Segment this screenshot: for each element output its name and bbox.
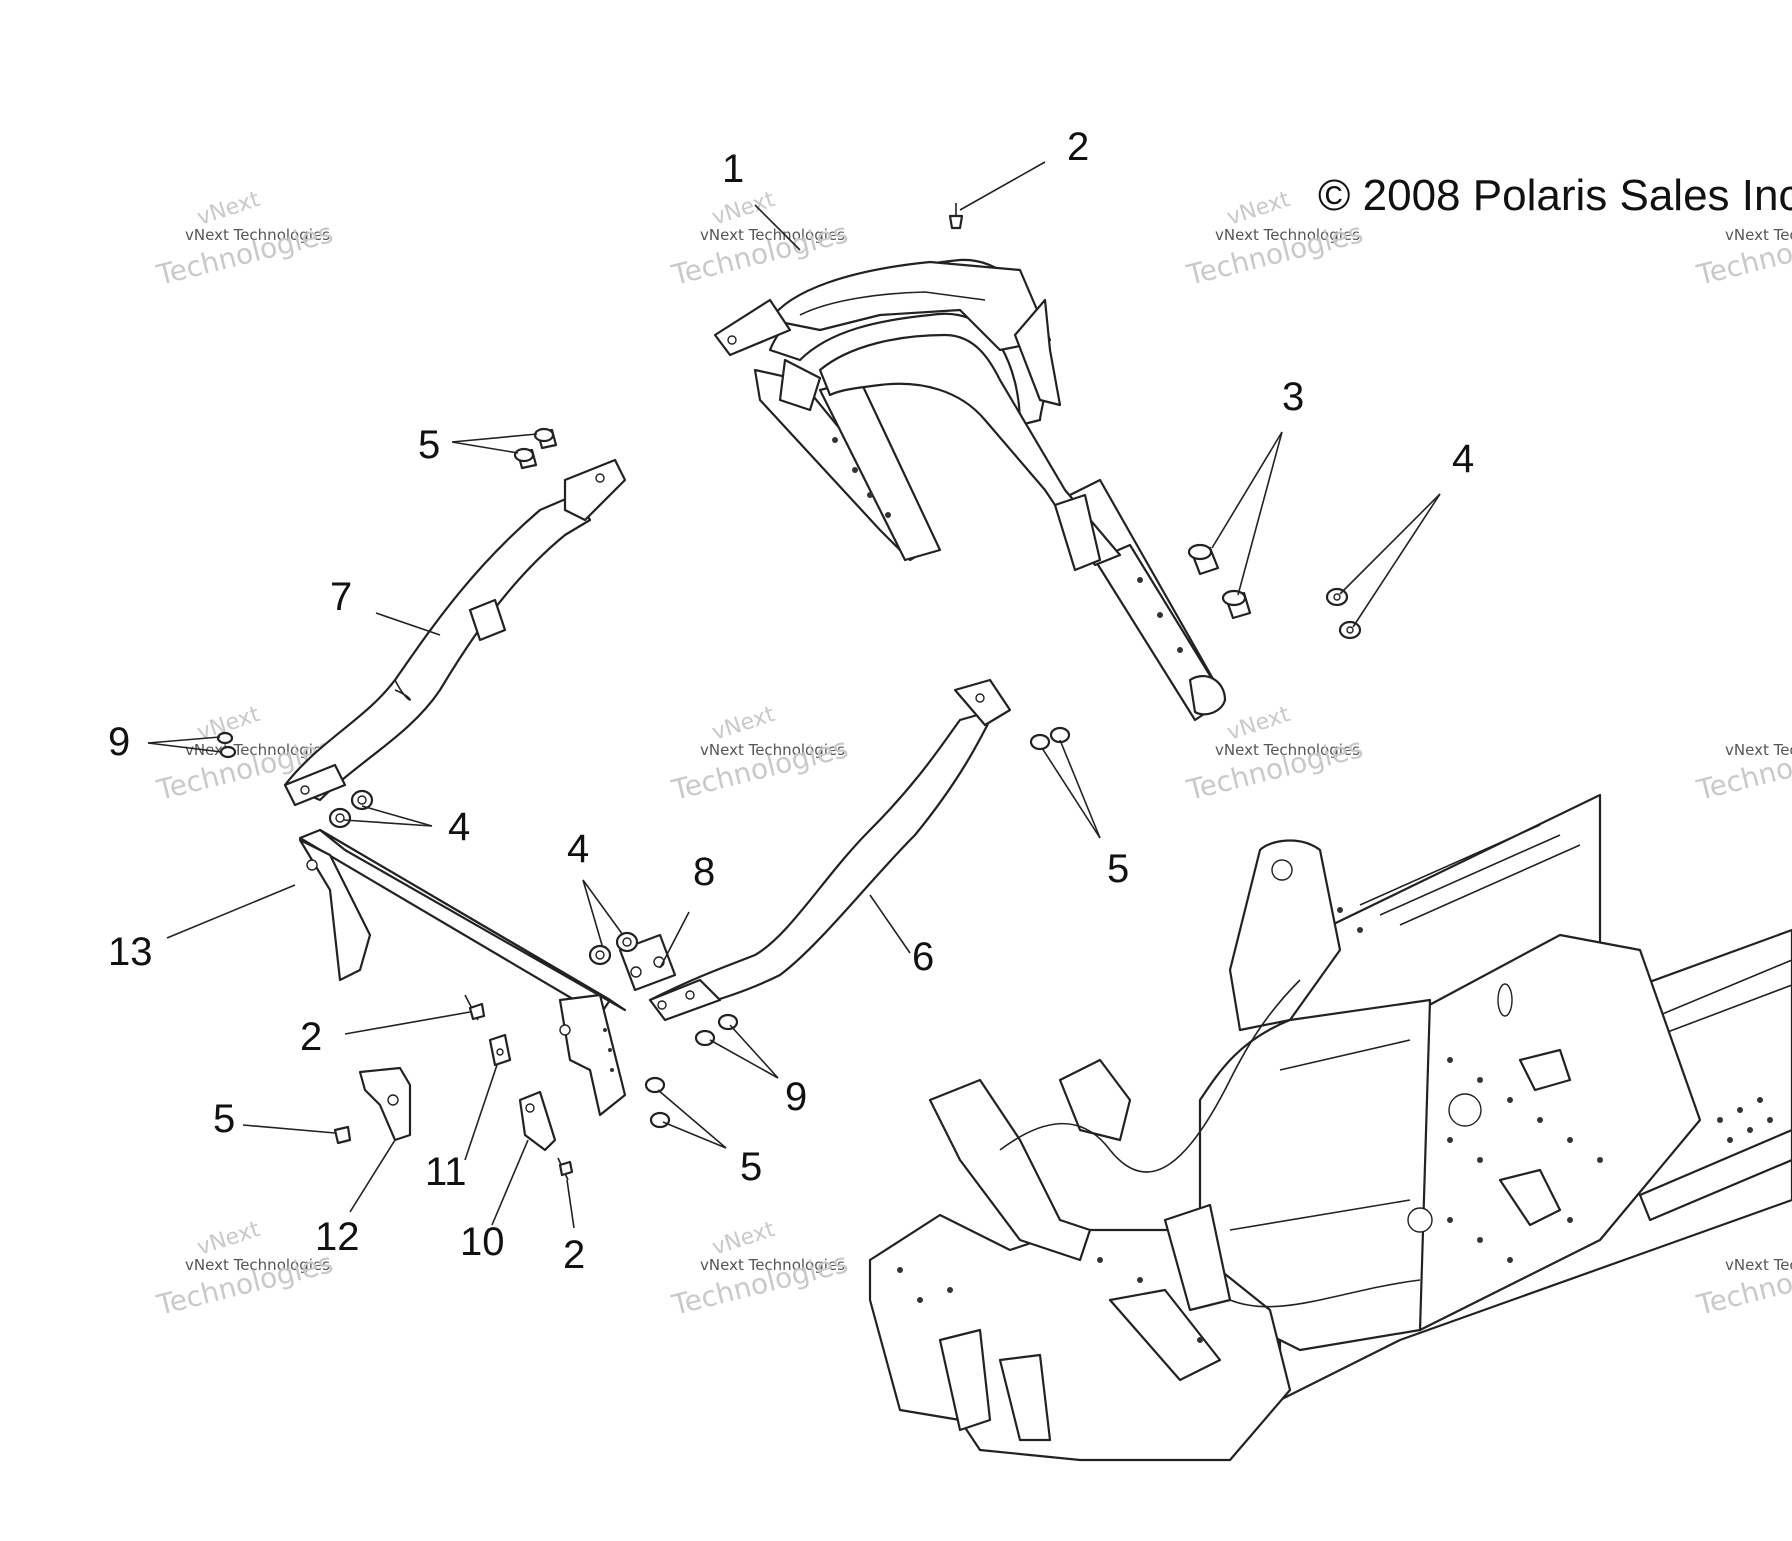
callout-4: 4 [448, 805, 470, 849]
callout-11: 11 [425, 1150, 467, 1194]
watermark: vNext vNext Technologies Technologies [668, 702, 851, 807]
callout-5: 5 [418, 423, 440, 467]
svg-text:vNext: vNext [1224, 187, 1293, 231]
watermark: vNext vNext Technologies Technologies [668, 1217, 851, 1322]
callout-9: 9 [108, 720, 130, 764]
svg-text:vNext: vNext [709, 1217, 778, 1261]
part-12-bracket [333, 1066, 412, 1145]
svg-text:vNext Technologies: vNext Technologies [185, 1256, 330, 1274]
callout-4: 4 [567, 827, 589, 871]
callout-13: 13 [108, 930, 153, 974]
svg-text:vNext Technologies: vNext Technologies [1215, 741, 1360, 759]
callout-10: 10 [460, 1220, 505, 1264]
callout-4: 4 [1452, 437, 1474, 481]
part-2-pin-middle [464, 994, 486, 1021]
svg-text:vNext Technologies: vNext Technologies [700, 741, 845, 759]
watermark: vNext vNext Technologies Technologies [153, 1217, 336, 1322]
leader-lines [147, 161, 1441, 1229]
part-5-bolts-lower [644, 1076, 671, 1129]
callout-8: 8 [693, 850, 715, 894]
watermark: vNext vNext Technologies Technologies [153, 187, 336, 292]
callout-3: 3 [1282, 375, 1304, 419]
part-2-pin-bottom [557, 1157, 574, 1181]
part-9-bolts-left [216, 731, 237, 759]
part-4-nuts-right [1325, 587, 1362, 640]
callout-5: 5 [740, 1145, 762, 1189]
part-4-nuts-center [588, 931, 639, 966]
watermark: vNext vNext Technologies Technologies [1183, 702, 1366, 807]
watermark-line2: vNext Technologies [185, 226, 330, 244]
part-2-pin-top [948, 203, 964, 230]
callout-6: 6 [912, 935, 934, 979]
part-9-bolts-center [694, 1013, 739, 1047]
svg-text:vNext Technologies: vNext Technologies [1725, 1256, 1792, 1274]
watermark-line1: vNext [194, 187, 263, 231]
part-13-cross-bar [298, 828, 627, 1117]
chassis-holes [897, 907, 1773, 1343]
part-7-left-brace [283, 458, 627, 807]
callouts: 1 2 3 4 5 7 9 4 13 4 8 6 5 9 2 5 5 11 12… [108, 125, 1474, 1277]
callout-2: 2 [1067, 125, 1089, 169]
watermark: vNext vNext Technologies Technologies [668, 187, 851, 292]
svg-text:vNext Technologies: vNext Technologies [700, 1256, 845, 1274]
callout-2: 2 [300, 1015, 322, 1059]
watermark: vNext Technologies Technologies [1693, 216, 1792, 292]
part-5-bolts-upper [513, 427, 558, 470]
part-11-clip [488, 1033, 512, 1067]
part-3-bolts [1187, 543, 1252, 620]
callout-7: 7 [330, 575, 352, 619]
copyright-notice: © 2008 Polaris Sales Inc. [1318, 171, 1792, 220]
svg-text:vNext Technologies: vNext Technologies [700, 226, 845, 244]
watermark: vNext Technologies Technologies [1693, 731, 1792, 807]
svg-text:vNext Technologies: vNext Technologies [1215, 226, 1360, 244]
svg-text:vNext: vNext [194, 1217, 263, 1261]
callout-1: 1 [722, 147, 744, 191]
main-chassis [868, 793, 1792, 1462]
part-6-right-brace [648, 678, 1012, 1022]
callout-5: 5 [213, 1097, 235, 1141]
callout-5: 5 [1107, 847, 1129, 891]
svg-text:vNext: vNext [709, 702, 778, 746]
part-1-upper-frame [713, 258, 1227, 722]
part-4-nuts-left [328, 789, 374, 829]
watermark: vNext Technologies Technologies [1693, 1246, 1792, 1322]
svg-text:vNext: vNext [709, 187, 778, 231]
svg-text:vNext Technologies: vNext Technologies [1725, 741, 1792, 759]
svg-text:vNext: vNext [1224, 702, 1293, 746]
part-5-bolts-right [1029, 726, 1071, 751]
svg-text:vNext Technologies: vNext Technologies [1725, 226, 1792, 244]
callout-12: 12 [315, 1215, 360, 1259]
callout-9: 9 [785, 1075, 807, 1119]
callout-2: 2 [563, 1233, 585, 1277]
part-10-plate [518, 1090, 557, 1152]
